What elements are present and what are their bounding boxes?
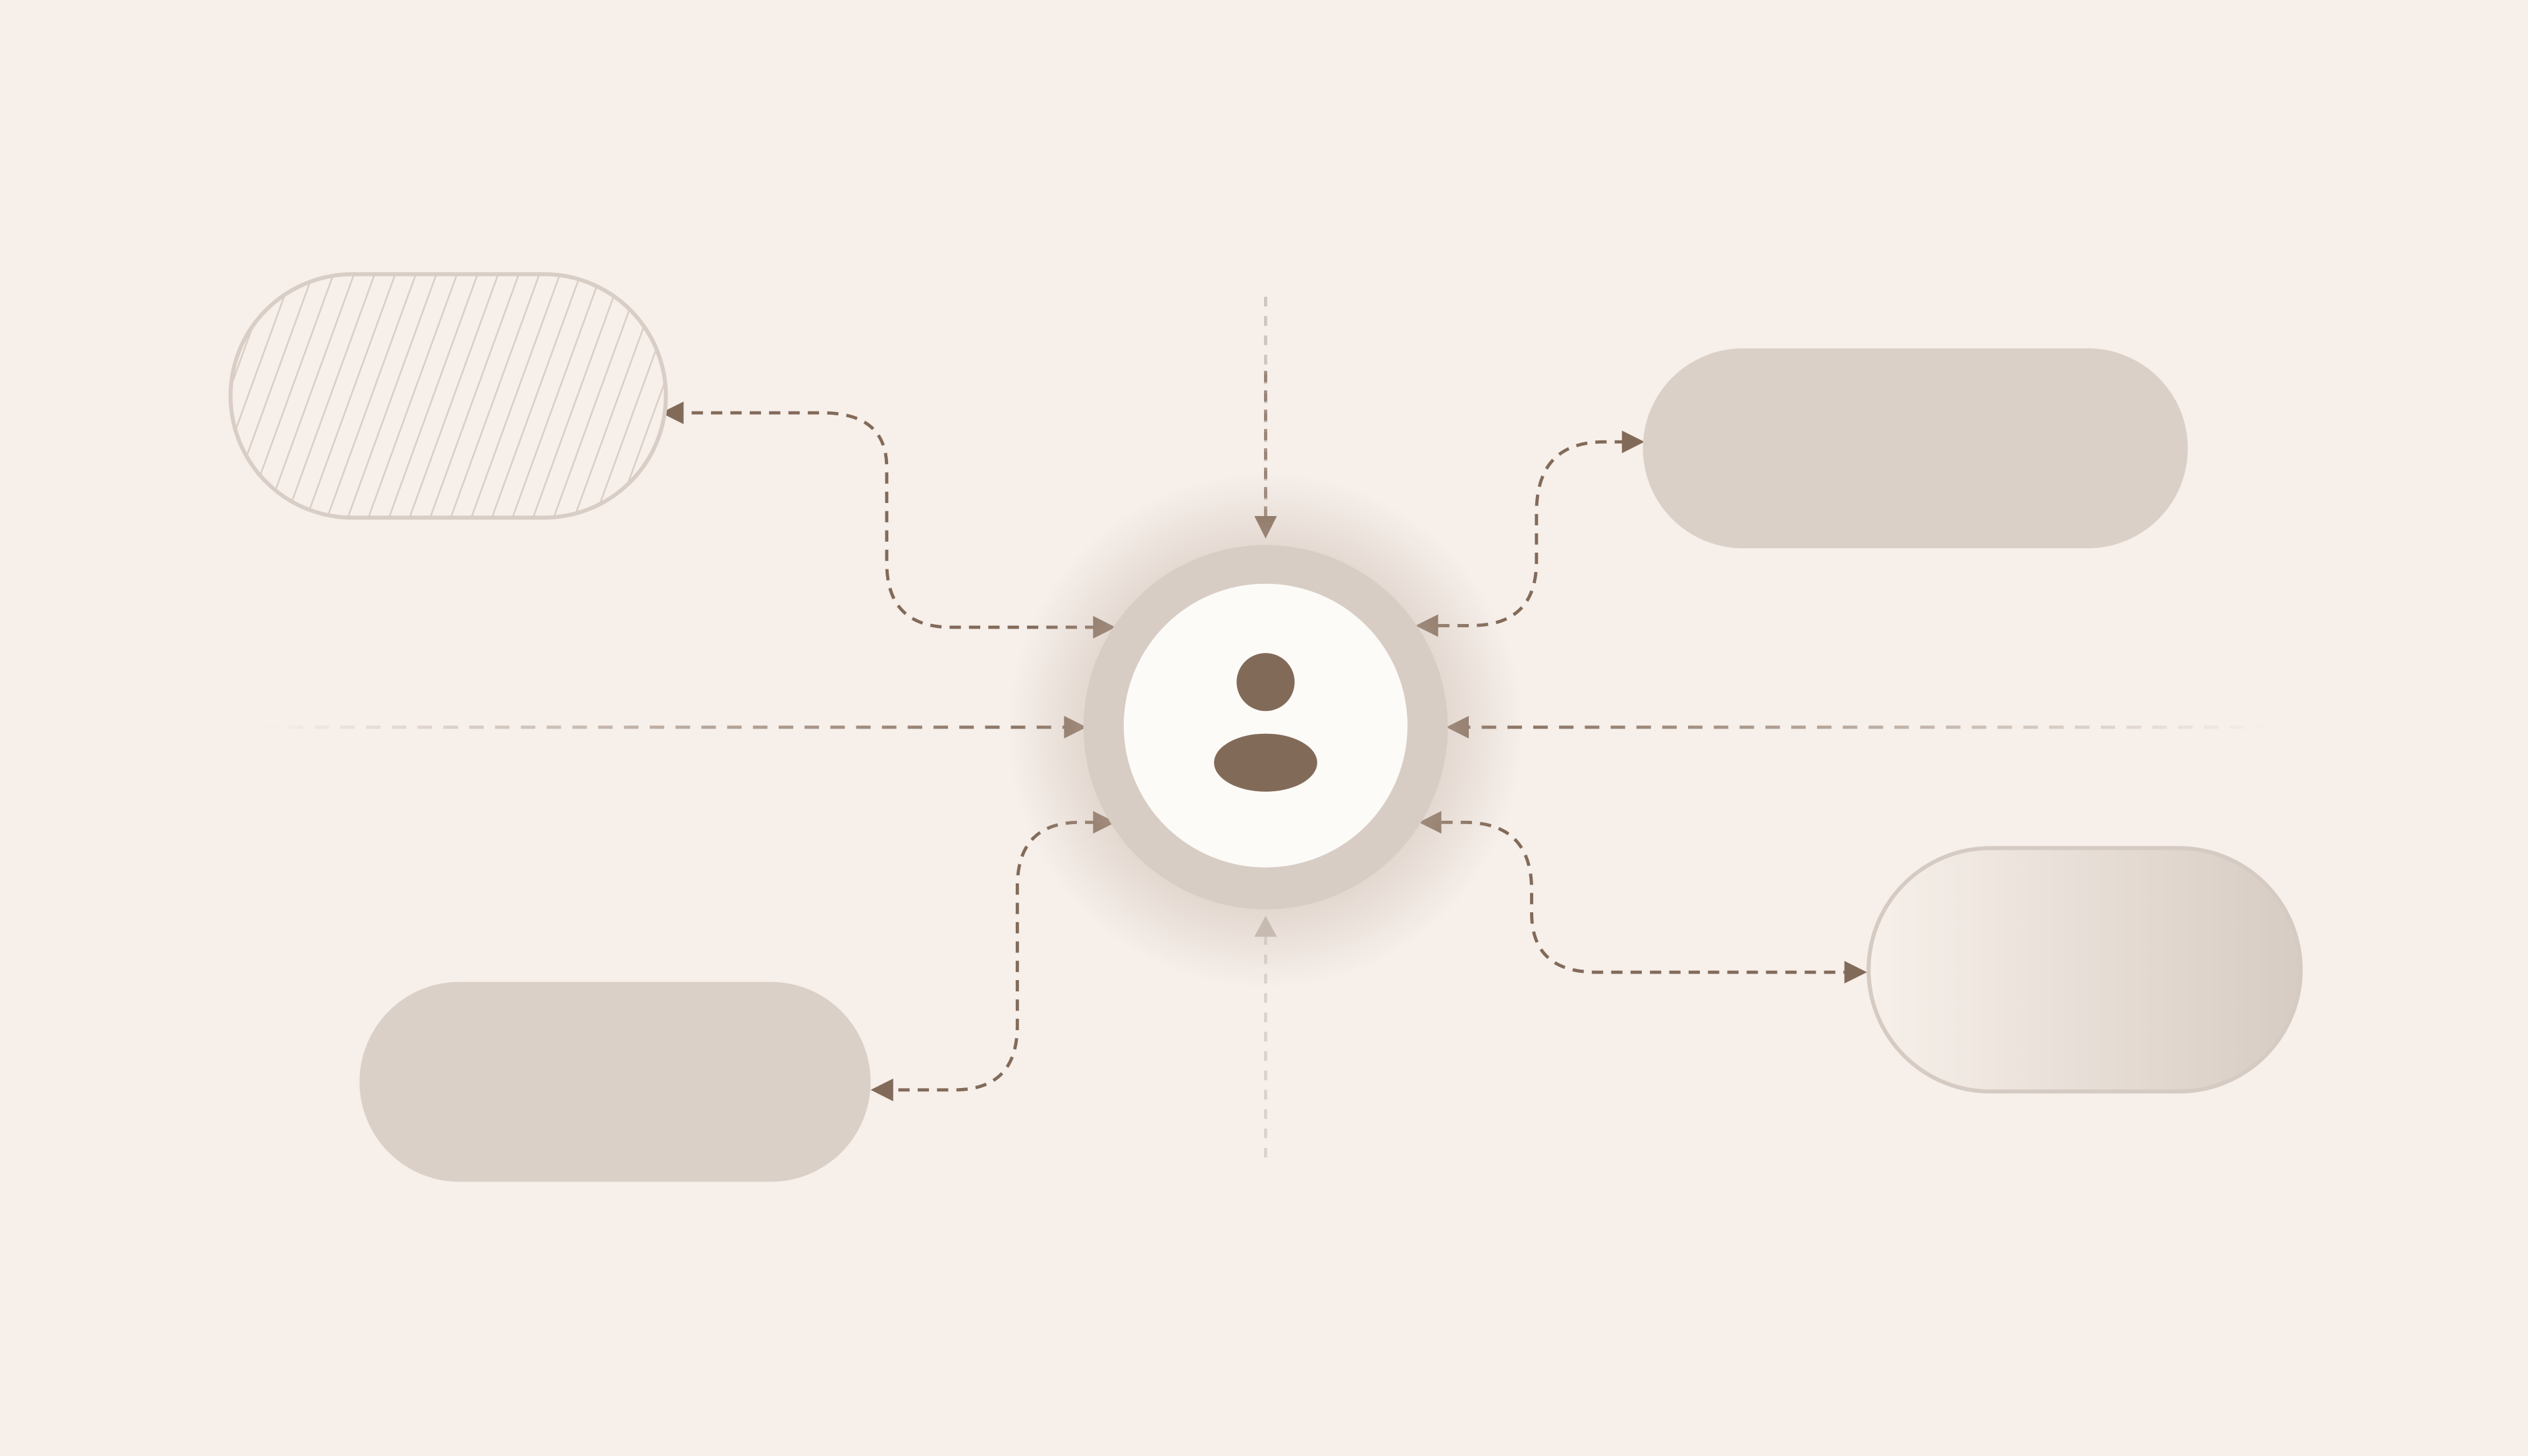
- user-icon: [1214, 653, 1317, 792]
- arrow-head-to-gradient-node: [1844, 960, 1867, 984]
- arrow-head-to-top-right-node: [1621, 430, 1645, 454]
- hatched-node: [228, 272, 668, 520]
- right-inbound-connector: [1446, 715, 2271, 739]
- top-right-node: [1643, 348, 2188, 548]
- central-hub: [1007, 472, 1524, 989]
- left-inbound-connector: [263, 715, 1087, 739]
- hub-inner-circle: [1123, 583, 1408, 868]
- bottom-left-node: [359, 981, 871, 1182]
- arrow-head-to-hatched-node: [661, 402, 684, 425]
- arrow-head-to-bottom-left-node: [870, 1078, 893, 1101]
- gradient-node: [1866, 846, 2303, 1094]
